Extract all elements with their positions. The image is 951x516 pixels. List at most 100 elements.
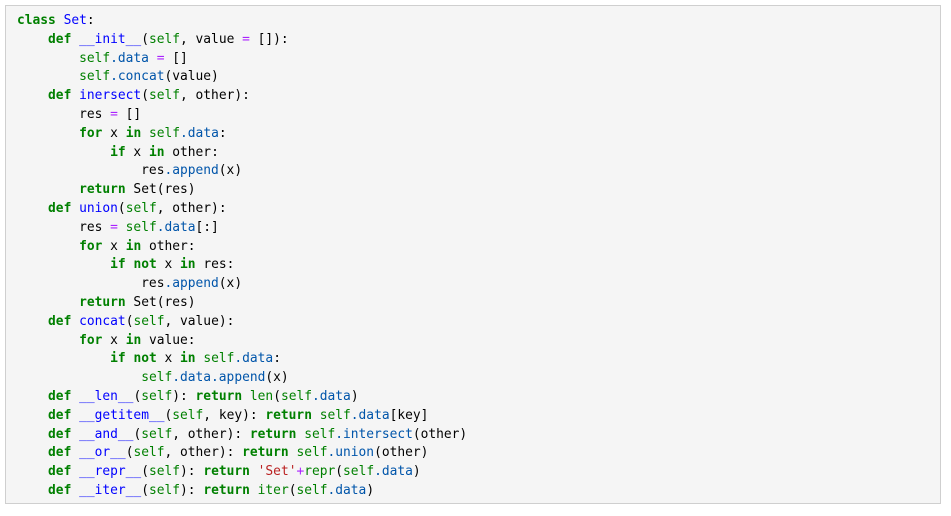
code-line: if not x in self.data: (17, 350, 940, 369)
code-token: self (125, 200, 157, 216)
code-token: .data (350, 407, 390, 423)
code-token (312, 408, 320, 423)
code-token: iter (257, 482, 289, 498)
code-token: __and__ (79, 426, 134, 442)
code-token: [key] (389, 407, 429, 423)
code-token: def (48, 407, 72, 423)
code-token: , key): (203, 407, 266, 423)
code-token: self (141, 388, 173, 404)
code-token: .data (312, 388, 351, 404)
code-line: def __repr__(self): return 'Set'+repr(se… (17, 463, 940, 482)
code-token: .append (164, 276, 219, 292)
code-token: self (79, 50, 111, 66)
code-token: self (79, 69, 111, 85)
code-token: self (141, 426, 173, 442)
code-token: inersect (79, 88, 142, 104)
code-line: def __or__(self, other): return self.uni… (17, 444, 940, 463)
code-line: def union(self, other): (17, 200, 940, 219)
code-token: ( (125, 445, 134, 461)
code-token: def (48, 482, 72, 498)
code-line: if x in other: (17, 144, 940, 163)
code-line: for x in value: (17, 332, 940, 351)
code-token: Set (63, 13, 87, 28)
code-token: x (156, 257, 181, 273)
code-token: for (79, 125, 103, 141)
code-token: concat (79, 313, 126, 329)
code-token: ( (133, 426, 142, 442)
code-token: self (203, 351, 235, 367)
code-token: (x) (218, 163, 243, 179)
code-token (71, 314, 79, 329)
code-token: ( (141, 464, 149, 480)
code-token: __iter__ (79, 482, 142, 498)
code-token: __repr__ (79, 464, 142, 480)
code-token: ( (141, 31, 149, 47)
code-token (71, 32, 79, 47)
code-token (71, 201, 79, 216)
code-token: __getitem__ (79, 407, 165, 423)
code-line: if not x in res: (17, 256, 940, 275)
code-token: self (148, 125, 181, 141)
code-token: if (110, 351, 126, 367)
code-token: return (203, 464, 250, 480)
code-token: other: (164, 144, 219, 160)
code-token (71, 427, 79, 442)
code-token (17, 351, 110, 366)
code-token: : (273, 351, 281, 367)
code-token (17, 408, 48, 423)
code-token (71, 464, 79, 479)
code-token: []): (249, 31, 289, 47)
code-token: ): (180, 482, 204, 498)
code-token: x (102, 238, 126, 254)
code-token: .data (327, 482, 367, 498)
code-line: res = [] (17, 106, 940, 125)
code-token (17, 333, 79, 348)
code-token: , other): (164, 445, 243, 461)
code-line: def __iter__(self): return iter(self.dat… (17, 482, 940, 501)
code-token: , other): (172, 426, 250, 442)
code-token (149, 51, 157, 66)
code-token (17, 69, 79, 84)
code-token: self (148, 464, 181, 480)
code-token: self (296, 482, 328, 498)
code-token: self (280, 388, 312, 404)
code-token: def (48, 31, 72, 47)
code-token: [:] (195, 219, 219, 235)
code-token (71, 483, 79, 498)
code-token: for (79, 238, 103, 254)
code-token: ( (335, 464, 344, 480)
code-token: Set(res) (125, 182, 196, 198)
code-token: return (242, 445, 289, 461)
code-token: , value (180, 31, 243, 47)
code-token (17, 32, 48, 47)
code-token: def (48, 445, 72, 461)
code-token: = (242, 31, 250, 47)
code-line: return Set(res) (17, 294, 940, 313)
code-token: union (79, 200, 118, 216)
code-line: self.data.append(x) (17, 369, 940, 388)
code-token: class (17, 13, 56, 28)
code-line: return Set(res) (17, 181, 940, 200)
code-line: def concat(self, value): (17, 313, 940, 332)
code-token (17, 126, 79, 141)
code-token: ) (350, 388, 359, 404)
code-token: __init__ (79, 31, 142, 47)
code-token: self (148, 88, 181, 104)
code-token: = (110, 106, 118, 122)
code-token: self (319, 407, 351, 423)
code-token: in (148, 144, 165, 160)
code-token: .concat (110, 69, 165, 85)
code-token (250, 464, 258, 479)
code-token: ( (125, 313, 134, 329)
code-token: self (133, 313, 165, 329)
code-token: in (125, 332, 142, 348)
code-token: self (296, 445, 328, 461)
code-token: .union (327, 445, 375, 461)
code-token (17, 295, 79, 310)
code-lines: class Set: def __init__(self, value = []… (17, 12, 940, 501)
code-token (71, 389, 79, 404)
code-token (17, 464, 48, 479)
code-token: value: (141, 332, 196, 348)
code-token: , value): (164, 313, 235, 329)
code-token: not (133, 351, 157, 367)
